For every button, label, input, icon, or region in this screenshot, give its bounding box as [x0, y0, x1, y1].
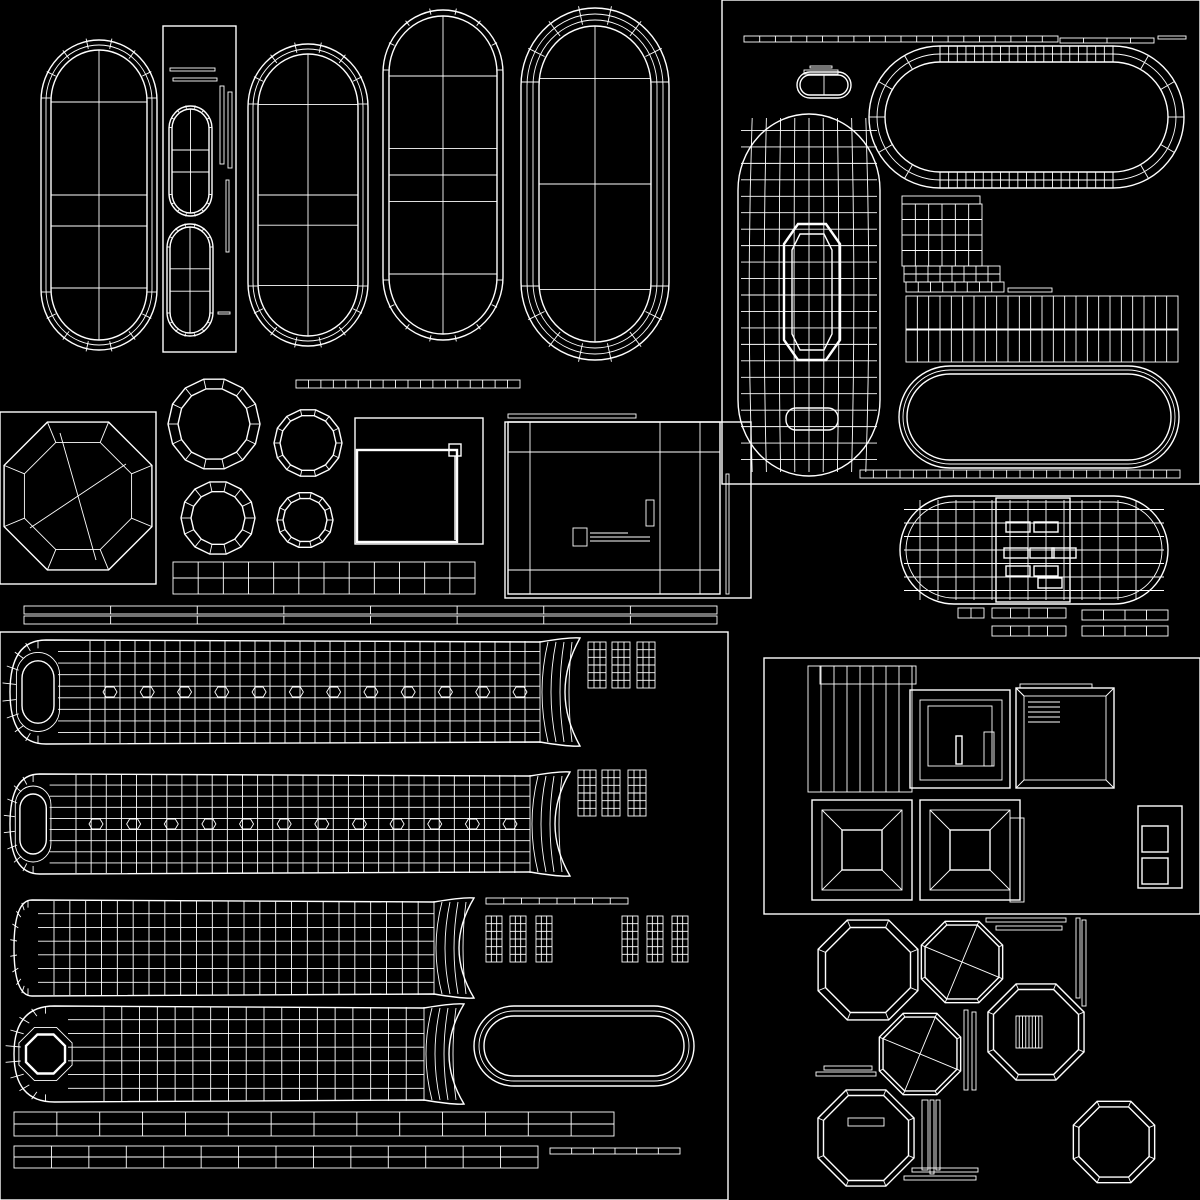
- stepped-block-b: [903, 265, 1001, 283]
- strap-cell-c-2: [535, 915, 553, 963]
- ring-small-left: [180, 481, 256, 555]
- strap-cell-d-2: [671, 915, 689, 963]
- panel-brown-swatch: [354, 417, 484, 545]
- uv-wireframe: [2, 6, 1187, 1187]
- strap-cell-b-1: [601, 769, 621, 817]
- panel-capsule-shells: [721, 0, 1200, 485]
- strap-shell-2: [3, 771, 572, 877]
- stepped-block-a: [901, 203, 983, 267]
- stitch-bars: [169, 67, 233, 315]
- panel-octagon-cap: [0, 411, 157, 585]
- strap-shell-4: [5, 1003, 466, 1105]
- seg-bar-4: [991, 625, 1067, 637]
- strap-cell-c-0: [485, 915, 503, 963]
- ring-track-top: [868, 45, 1185, 189]
- oct-ring-3: [987, 983, 1085, 1081]
- strap-cell-a-1: [611, 641, 631, 689]
- strap-bar-top-b: [1059, 37, 1155, 44]
- strip-box-top: [507, 413, 637, 419]
- strip-full-1: [23, 605, 718, 615]
- buckle-slats: [807, 665, 913, 793]
- strip-top-mid: [295, 379, 521, 389]
- strap-bar-top-a: [743, 35, 1059, 43]
- strap-shell-3: [10, 897, 476, 999]
- seg-bar-2: [991, 607, 1067, 619]
- segmented-capsule: [899, 495, 1169, 605]
- panel-box-unwrap: [504, 421, 752, 599]
- strap-cell-d-0: [621, 915, 639, 963]
- capsule-shell-1: [40, 38, 158, 352]
- panel-strap-shells: [0, 631, 729, 1200]
- stepped-block-d: [905, 295, 1179, 363]
- capsule-shell-2: [247, 42, 369, 348]
- oct-ring-5: [817, 1089, 915, 1187]
- strap-keeper: [473, 1005, 695, 1087]
- stitch-capsule-2: [166, 223, 214, 337]
- oct-misc-bars: [815, 917, 1087, 1181]
- strap-bar-bottom-3: [549, 1147, 681, 1155]
- mini-capsule: [796, 71, 852, 99]
- brown-swatch-wire: [355, 443, 462, 544]
- oct-ring-6: [1072, 1100, 1156, 1184]
- strap-bar-bottom: [859, 469, 1181, 479]
- panel-stitching-strip: [162, 25, 237, 353]
- strap-bar-c: [485, 897, 629, 905]
- strap-cell-b-2: [627, 769, 647, 817]
- panel-yellow-swatch: [1137, 805, 1183, 889]
- seg-bar-1: [957, 607, 985, 619]
- ring-large: [167, 378, 261, 470]
- capsule-shell-4: [520, 6, 670, 362]
- buckle-shell: [737, 113, 881, 477]
- strap-cell-b-0: [577, 769, 597, 817]
- capsule-shell-3: [382, 8, 504, 342]
- oct-ring-2: [920, 920, 1004, 1004]
- strap-cell-c-1: [509, 915, 527, 963]
- ring-mid: [273, 409, 343, 477]
- oct-ring-1: [817, 919, 919, 1021]
- seg-bar-5: [1081, 625, 1169, 637]
- oct-ring-4: [878, 1012, 962, 1096]
- stepped-block-c: [905, 281, 1005, 293]
- strap-bar-top: [1157, 35, 1187, 40]
- strap-shell-1: [2, 637, 582, 747]
- ring-small-right: [276, 492, 334, 548]
- strap-cell-a-0: [587, 641, 607, 689]
- strip-full-2: [23, 615, 718, 625]
- stitch-capsule-1: [168, 105, 213, 217]
- box-unwrap: [507, 421, 730, 595]
- seg-bar-3: [1081, 609, 1169, 621]
- buckle-top-wire: [811, 665, 1169, 903]
- panel-buckle-top: [763, 657, 1200, 915]
- ring-track-bottom: [898, 365, 1180, 469]
- octagon-cap: [3, 421, 153, 571]
- oct-bars-center: [1015, 1015, 1043, 1049]
- strap-cell-a-2: [636, 641, 656, 689]
- strap-cell-d-1: [646, 915, 664, 963]
- stepped-block: [901, 195, 1178, 331]
- mini-capsule-bars: [803, 65, 839, 75]
